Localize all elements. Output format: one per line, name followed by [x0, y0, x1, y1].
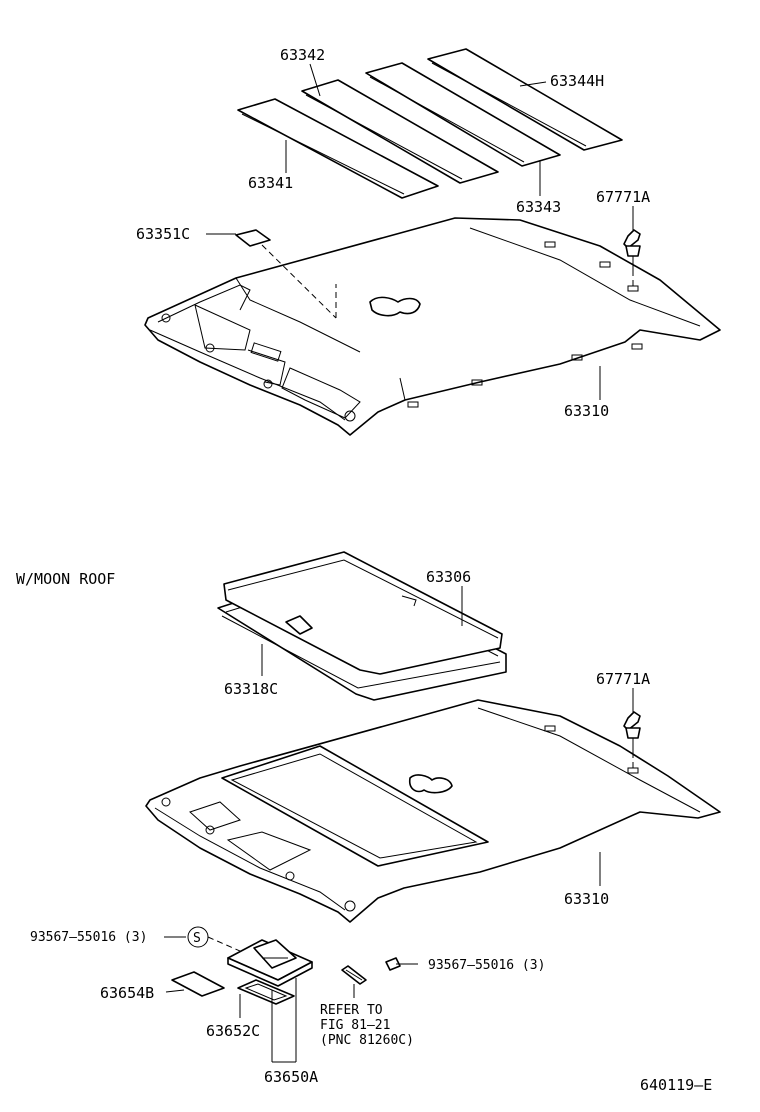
pad-63341: [237, 98, 439, 199]
headliner-63310-top: [144, 217, 721, 436]
dome-lamp-bulb: [341, 965, 367, 985]
pad-63351c: [235, 229, 271, 247]
clip-67771a-bottom: [623, 711, 641, 772]
reference-line2: FIG 81–21: [320, 1018, 390, 1033]
section-label: W/MOON ROOF: [16, 570, 115, 588]
leader-63650a: [271, 978, 297, 1063]
pad-63342: [301, 79, 499, 184]
pad-63654b: [171, 971, 225, 997]
label-63306: 63306: [426, 568, 471, 586]
headliner-63310-bottom: [145, 699, 721, 923]
pad-63343: [365, 62, 561, 167]
dome-lamp-lens: [237, 979, 295, 1005]
label-63351c: 63351C: [136, 225, 190, 243]
reference-line1: REFER TO: [320, 1003, 383, 1018]
clip-67771a-top: [623, 229, 641, 288]
reference-line3: (PNC 81260C): [320, 1033, 414, 1048]
label-67771a-bottom: 67771A: [596, 670, 650, 688]
label-63342: 63342: [280, 46, 325, 64]
screw-right: [385, 957, 418, 971]
leader-63344h: [519, 81, 547, 87]
label-63344h: 63344H: [550, 72, 604, 90]
dash-63351c: [261, 244, 337, 319]
figure-id: 640119–E: [640, 1076, 712, 1094]
label-screw-left: 93567–55016 (3): [30, 930, 147, 945]
pad-63344h: [427, 48, 623, 151]
svg-text:S: S: [193, 931, 201, 946]
screw-s-mark: S: [187, 926, 209, 948]
dome-lamp-housing: [227, 939, 313, 987]
label-63650a: 63650A: [264, 1068, 318, 1086]
leader-63342: [309, 63, 321, 97]
label-63310-bottom: 63310: [564, 890, 609, 908]
label-63310-top: 63310: [564, 402, 609, 420]
label-63654b: 63654B: [100, 984, 154, 1002]
label-63341: 63341: [248, 174, 293, 192]
label-screw-right: 93567–55016 (3): [428, 958, 545, 973]
label-63652c: 63652C: [206, 1022, 260, 1040]
label-63343: 63343: [516, 198, 561, 216]
label-67771a-top: 67771A: [596, 188, 650, 206]
label-63318c: 63318C: [224, 680, 278, 698]
shade-63306: [223, 551, 503, 675]
